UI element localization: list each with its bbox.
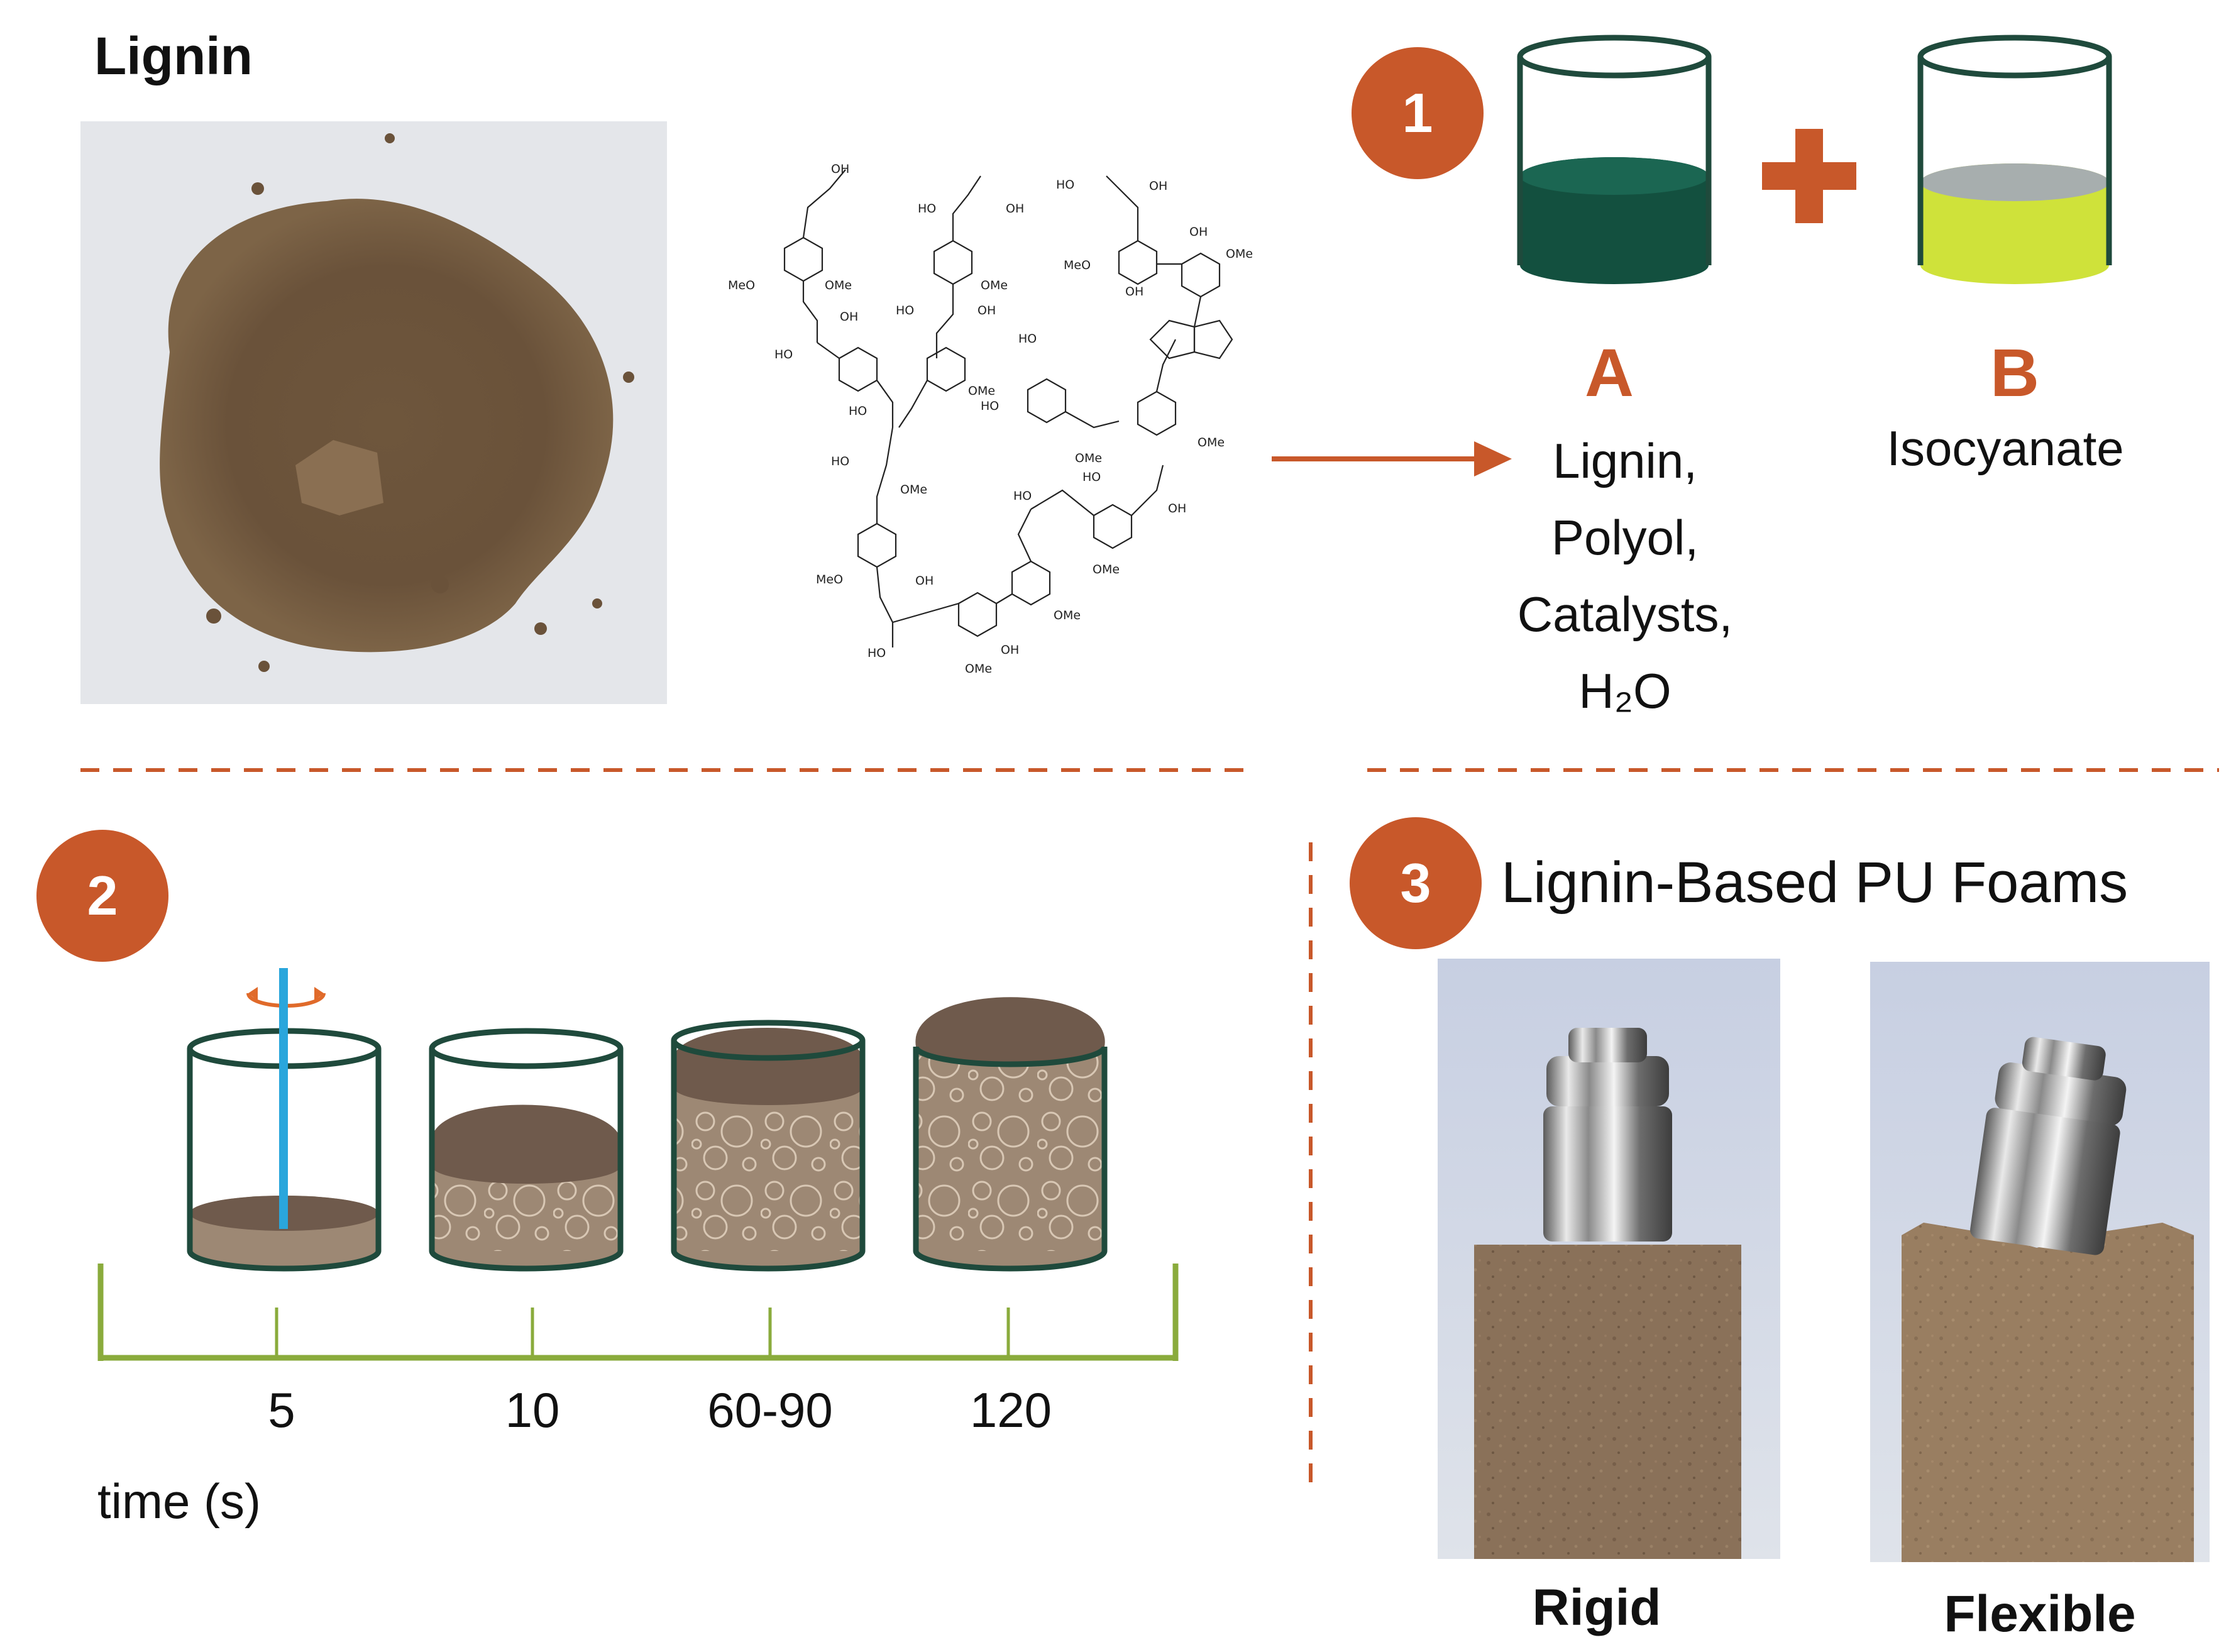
component-b-letter: B [1990,334,2039,410]
svg-text:MeO: MeO [816,573,843,586]
beaker-a [1517,35,1712,284]
svg-text:OMe: OMe [825,278,852,292]
foam-beaker-5s [187,968,382,1272]
svg-text:HO: HO [1013,489,1032,503]
svg-text:HO: HO [831,454,849,468]
time-axis-label: time (s) [97,1473,261,1529]
foam-beaker-120s [913,997,1108,1272]
rigid-foam-photo [1438,959,1780,1559]
foam-beaker-10s [429,1028,624,1272]
svg-text:10: 10 [505,1382,560,1438]
svg-text:OMe: OMe [1226,247,1253,261]
svg-text:OH: OH [978,304,996,317]
svg-text:HO: HO [1082,470,1101,484]
step1-badge: 1 [1352,47,1484,179]
flexible-label: Flexible [1944,1585,2135,1643]
svg-text:OMe: OMe [968,384,995,398]
step2-badge: 2 [36,830,168,962]
svg-text:Catalysts,: Catalysts, [1517,586,1732,642]
svg-text:OMe: OMe [900,483,927,497]
svg-text:MeO: MeO [728,278,755,292]
svg-text:1: 1 [1402,82,1433,144]
svg-text:HO: HO [1056,178,1074,192]
divider-lines [80,768,2219,1490]
svg-text:OH: OH [915,574,934,588]
rigid-label: Rigid [1533,1579,1661,1636]
step3-title: Lignin-Based PU Foams [1501,851,2128,915]
svg-text:OMe: OMe [1054,608,1081,622]
beaker-b [1917,35,2112,284]
svg-text:HO: HO [1018,332,1037,346]
svg-text:OMe: OMe [1198,436,1225,449]
svg-text:MeO: MeO [1064,258,1091,272]
svg-text:OH: OH [831,162,849,176]
svg-text:OMe: OMe [1075,451,1102,465]
svg-text:OH: OH [840,310,858,324]
foam-beaker-60-90s [671,1020,866,1272]
svg-text:3: 3 [1401,852,1431,914]
svg-text:OH: OH [1149,179,1167,193]
svg-text:OMe: OMe [1093,563,1120,576]
lignin-structure: OH MeO OMe OH HO HO HO OH OMe HO OH OMe … [728,162,1253,676]
svg-text:OH: OH [1125,285,1143,299]
svg-text:OH: OH [1006,202,1024,216]
flexible-foam-photo [1870,962,2210,1562]
svg-text:HO: HO [981,399,999,413]
component-a-list: Lignin, Polyol, Catalysts, H₂O [1517,433,1732,719]
time-tick-labels: 5 10 60-90 120 [268,1382,1052,1438]
svg-text:H₂O: H₂O [1578,663,1671,719]
lignin-powder-photo [80,121,667,704]
component-b-label: Isocyanate [1886,421,2123,476]
svg-text:HO: HO [774,348,793,361]
svg-text:OH: OH [1001,643,1019,657]
svg-text:HO: HO [867,646,886,660]
svg-text:OH: OH [1189,225,1208,239]
svg-text:OMe: OMe [981,278,1008,292]
svg-text:Polyol,: Polyol, [1551,510,1699,565]
flow-arrow [1272,441,1512,476]
svg-text:Lignin,: Lignin, [1553,433,1697,488]
svg-text:HO: HO [896,304,914,317]
svg-text:60-90: 60-90 [707,1382,833,1438]
step3-badge: 3 [1350,817,1482,949]
svg-text:HO: HO [849,404,867,418]
plus-icon [1762,129,1856,223]
svg-text:5: 5 [268,1382,295,1438]
svg-text:120: 120 [970,1382,1052,1438]
component-a-letter: A [1585,334,1634,410]
timeline-axis [97,1264,1179,1361]
svg-text:2: 2 [87,864,118,927]
stir-rod [279,968,288,1229]
lignin-title: Lignin [94,26,253,85]
svg-text:OH: OH [1168,502,1186,515]
svg-text:OMe: OMe [965,662,992,676]
svg-text:HO: HO [918,202,936,216]
